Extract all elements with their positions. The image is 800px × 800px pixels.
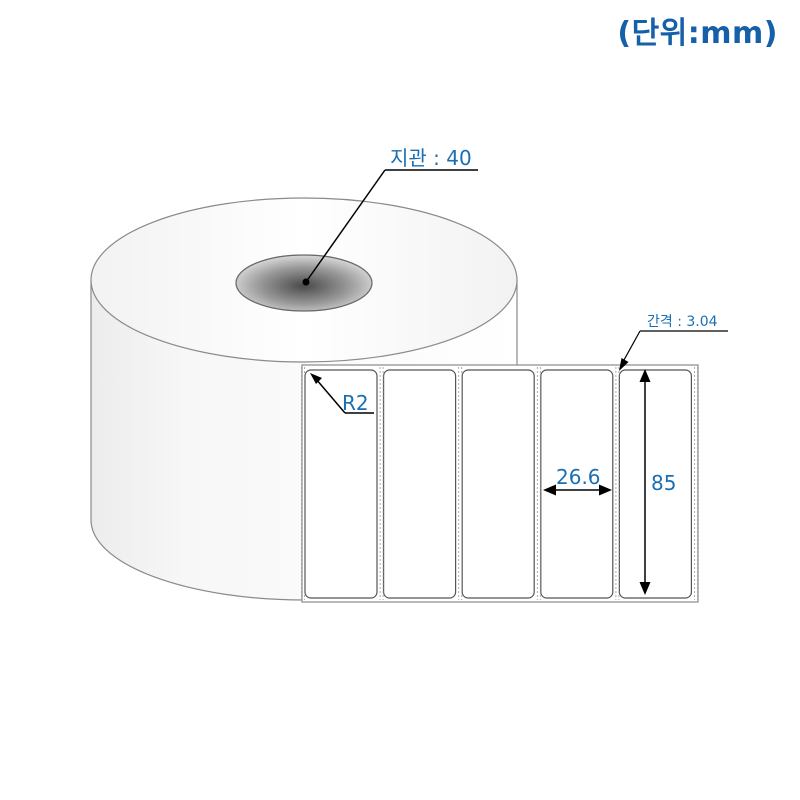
radius-dimension: R2 xyxy=(310,373,374,415)
radius-arrow-head xyxy=(310,373,322,384)
core-dimension: 지관 : 40 xyxy=(302,146,478,286)
labels-group xyxy=(301,367,698,600)
width-dimension: 26.6 xyxy=(543,465,612,496)
roll-outline xyxy=(90,280,306,601)
radius-dimension-text: R2 xyxy=(342,391,369,415)
label-3 xyxy=(461,369,535,599)
width-arrow-right xyxy=(599,484,612,496)
core-rim xyxy=(235,254,373,312)
gap-arrow-head xyxy=(619,358,629,371)
label-5 xyxy=(618,369,693,599)
width-arrow-left xyxy=(543,484,556,496)
gap-dimension: 간격 : 3.04 xyxy=(619,314,728,371)
gap-leader-line xyxy=(623,330,641,361)
gap-dimension-text: 간격 : 3.04 xyxy=(647,314,718,330)
width-dimension-text: 26.6 xyxy=(556,465,601,489)
core-leader-line xyxy=(305,169,386,283)
radius-leader-line xyxy=(315,378,346,414)
label-4 xyxy=(540,369,614,599)
label-1 xyxy=(304,369,378,599)
height-arrow-top xyxy=(639,369,651,382)
height-arrow-bottom xyxy=(639,582,651,595)
height-dimension: 85 xyxy=(639,369,676,595)
core-dimension-text: 지관 : 40 xyxy=(390,146,472,170)
unit-label: (단위:mm) xyxy=(617,16,778,51)
height-dimension-text: 85 xyxy=(651,471,676,495)
label-2 xyxy=(383,369,457,599)
